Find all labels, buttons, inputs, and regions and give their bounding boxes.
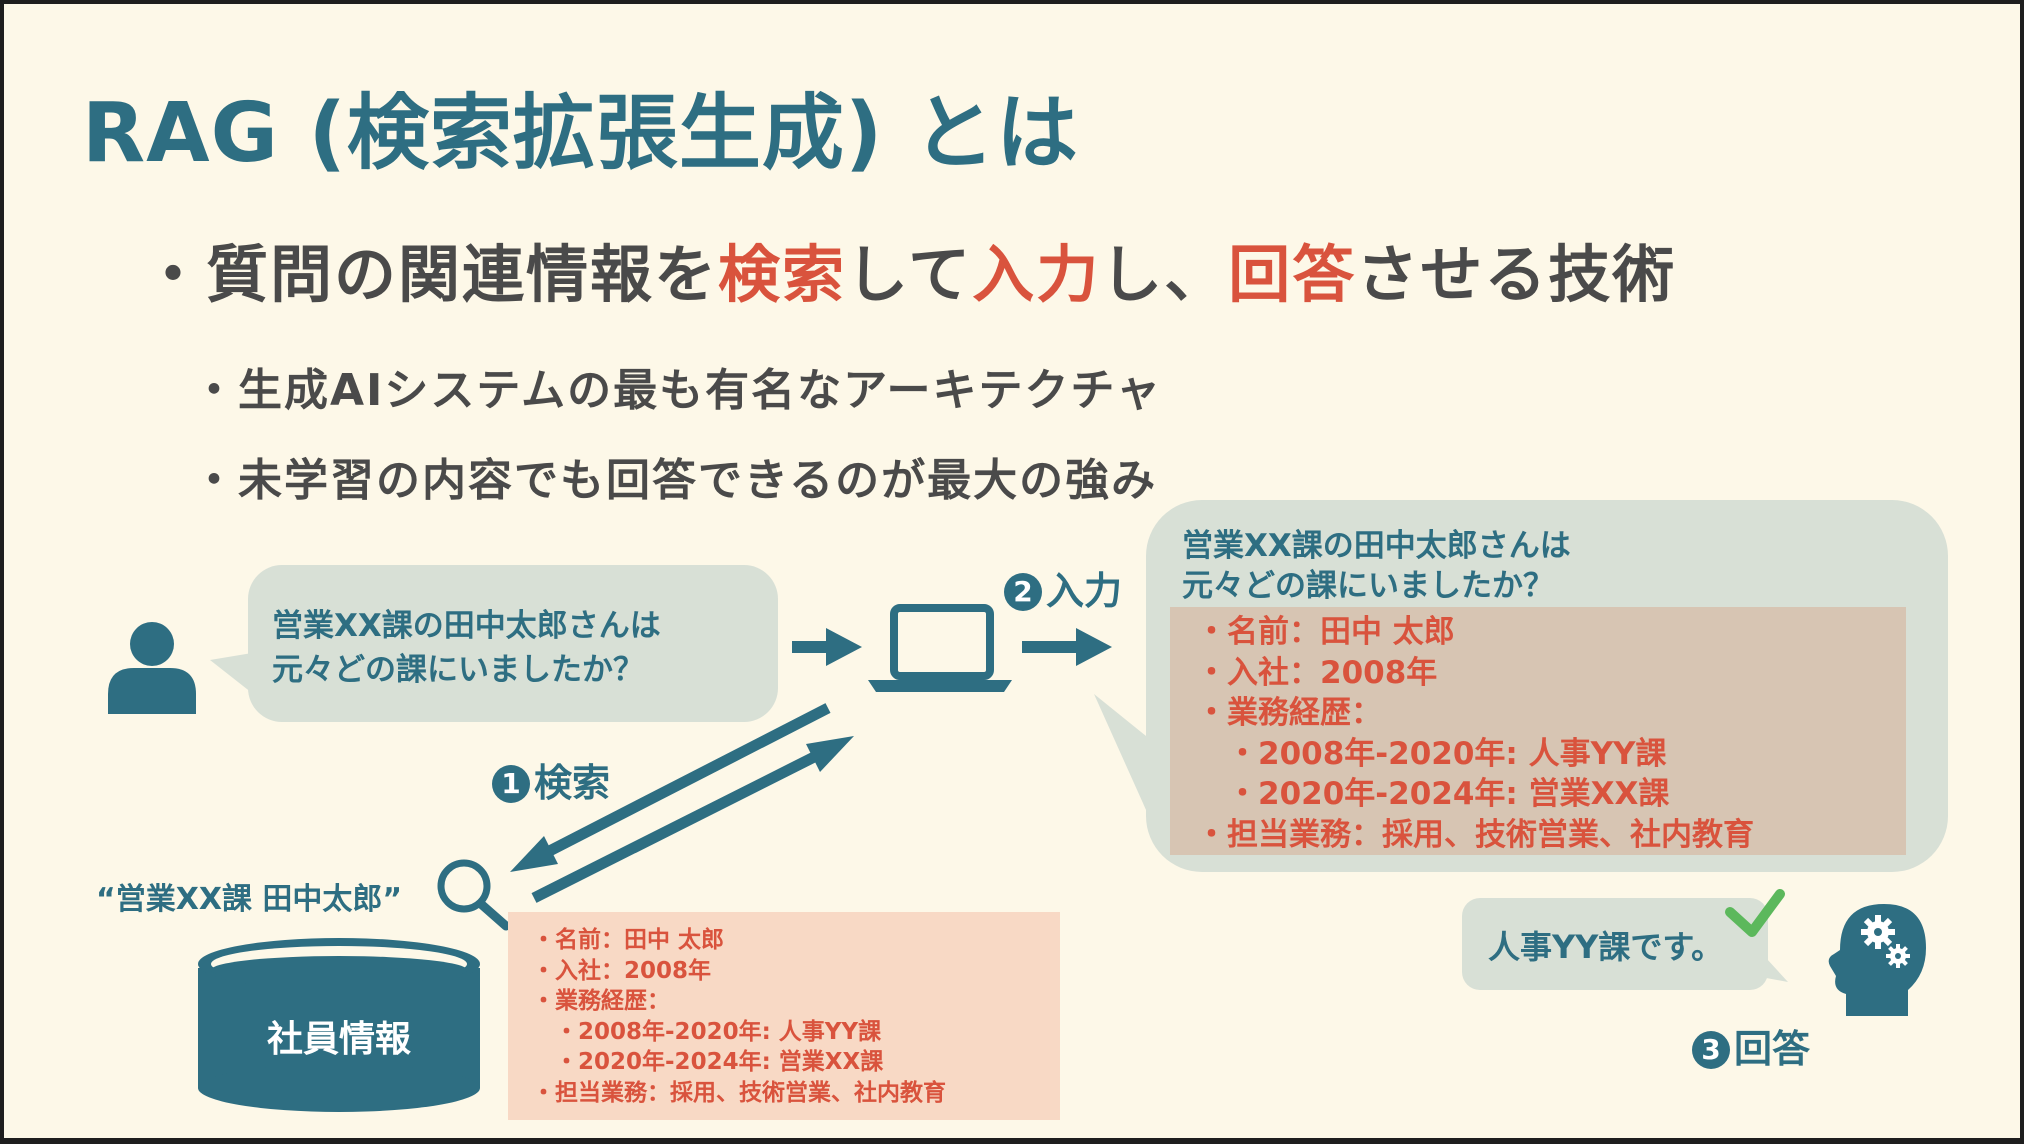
- user-question-text: 営業XX課の田中太郎さんは 元々どの課にいましたか？: [272, 604, 661, 692]
- slide-title: RAG (検索拡張生成) とは: [82, 86, 1079, 181]
- retrieved-line-joined: ・入社：2008年: [532, 957, 712, 984]
- user-question-line-2: 元々どの課にいましたか？: [272, 652, 644, 688]
- context-line-career-1: ・2008年-2020年: 人事YY課: [1196, 735, 1667, 772]
- retrieved-line-duties: ・担当業務：採用、技術営業、社内教育: [532, 1079, 946, 1106]
- main-point-text-4: させる技術: [1356, 238, 1677, 311]
- search-query-text: “営業XX課 田中太郎”: [96, 882, 403, 917]
- step-input-text: 入力: [1046, 569, 1123, 613]
- database-label: 社員情報: [266, 1019, 411, 1060]
- user-question-bubble: [210, 565, 778, 722]
- retrieved-line-career-1: ・2008年-2020年: 人事YY課: [532, 1018, 882, 1045]
- user-question-line-1: 営業XX課の田中太郎さんは: [272, 608, 661, 644]
- laptop-icon: [868, 604, 1012, 692]
- highlight-answer: 回答: [1228, 238, 1357, 311]
- context-line-duties: ・担当業務：採用、技術営業、社内教育: [1196, 816, 1754, 853]
- context-line-career-2: ・2020年-2024年: 営業XX課: [1196, 776, 1670, 812]
- arrow-search-result: [531, 736, 854, 903]
- arrow-user-to-llm: [792, 628, 862, 666]
- user-icon: [108, 622, 196, 714]
- arrow-search-request: [510, 703, 831, 872]
- ai-head-gears-icon: [1828, 904, 1926, 1016]
- sub-point-strength: ・未学習の内容でも回答できるのが最大の強み: [192, 455, 1158, 506]
- step-number-3: 3: [1692, 1031, 1730, 1069]
- llm-context-box: [1170, 607, 1906, 855]
- sub-point-architecture: ・生成AIシステムの最も有名なアーキテクチャ: [192, 365, 1163, 416]
- main-point: ・質問の関連情報を検索して入力し、回答させる技術: [142, 224, 1676, 314]
- llm-context-text: ・名前：田中 太郎・入社：2008年・業務経歴： ・2008年-2020年: 人…: [1196, 612, 1754, 855]
- diagram-shapes: [108, 500, 1948, 1120]
- main-point-text-2: して: [846, 238, 973, 311]
- llm-input-question: 営業XX課の田中太郎さんは 元々どの課にいましたか？: [1182, 526, 1571, 606]
- step-search-text: 検索: [534, 761, 611, 805]
- answer-text: 人事YY課です。: [1488, 928, 1724, 966]
- llm-input-bubble: [1094, 500, 1948, 872]
- context-line-career: ・業務経歴：: [1196, 695, 1382, 731]
- llm-question-line-2: 元々どの課にいましたか？: [1182, 568, 1554, 604]
- context-line-joined: ・入社：2008年: [1196, 654, 1438, 691]
- main-point-text-1: 質問の関連情報を: [206, 238, 719, 311]
- magnifier-icon: [437, 859, 511, 931]
- slide: RAG (検索拡張生成) とは ・質問の関連情報を検索して入力し、回答させる技術…: [4, 4, 2020, 1138]
- retrieved-line-name: ・名前：田中 太郎: [532, 927, 725, 953]
- highlight-search: 検索: [718, 238, 847, 311]
- retrieved-info-box: [508, 912, 1060, 1120]
- llm-question-line-1: 営業XX課の田中太郎さんは: [1182, 528, 1571, 564]
- main-point-bullet: ・: [142, 238, 207, 311]
- retrieved-info-text: ・名前：田中 太郎・入社：2008年・業務経歴： ・2008年-2020年: 人…: [532, 925, 946, 1109]
- checkmark-icon: [1725, 889, 1785, 937]
- highlight-input: 入力: [972, 238, 1101, 311]
- step-number-2: 2: [1004, 573, 1042, 611]
- database-icon: [198, 938, 480, 1112]
- arrow-llm-to-input: [1022, 628, 1112, 666]
- retrieved-line-career-2: ・2020年-2024年: 営業XX課: [532, 1049, 884, 1076]
- answer-bubble: [1462, 898, 1788, 990]
- retrieved-line-career: ・業務経歴：: [532, 988, 670, 1015]
- step-answer-text: 回答: [1734, 1027, 1811, 1071]
- main-point-text-3: し、: [1100, 238, 1229, 311]
- step-number-1: 1: [492, 765, 530, 803]
- context-line-name: ・名前：田中 太郎: [1196, 614, 1455, 650]
